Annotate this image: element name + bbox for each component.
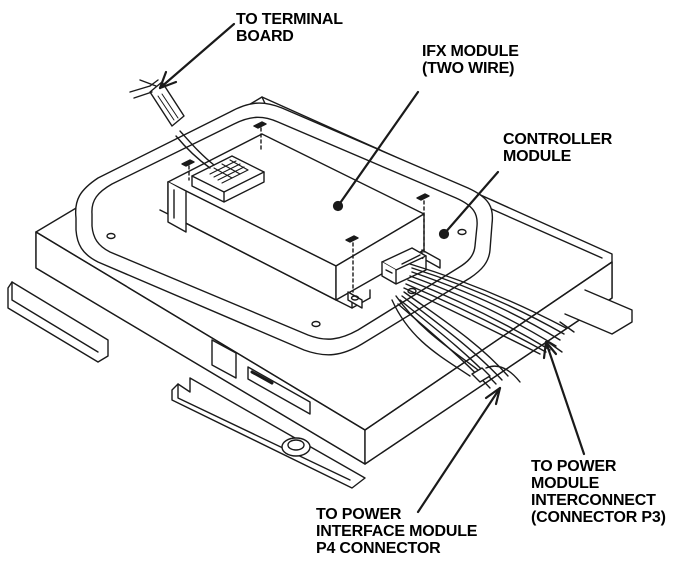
- small-connector-plug: [471, 367, 491, 383]
- label-power-module: TO POWER MODULE INTERCONNECT (CONNECTOR …: [531, 458, 666, 526]
- label-controller-module: CONTROLLER MODULE: [503, 131, 612, 165]
- right-mounting-flange: [564, 289, 633, 335]
- label-ifx-module: IFX MODULE (TWO WIRE): [422, 43, 519, 77]
- screw-icon: [345, 235, 359, 293]
- mounting-screws: [181, 121, 430, 293]
- front-slot-square: [211, 339, 237, 379]
- label-line: TO POWER: [316, 506, 402, 523]
- leader-ifx-module: [336, 90, 420, 208]
- label-line: CONTROLLER: [503, 131, 613, 148]
- screw-icon: [253, 121, 267, 153]
- label-line: IFX MODULE: [422, 43, 519, 60]
- label-line: BOARD: [236, 28, 294, 45]
- label-power-interface: TO POWER INTERFACE MODULE P4 CONNECTOR: [316, 506, 477, 557]
- power-module-harness: [403, 263, 575, 355]
- leader-power-module: [544, 340, 586, 456]
- terminal-plug: [149, 81, 185, 127]
- label-line: P4 CONNECTOR: [316, 540, 441, 557]
- label-line: (TWO WIRE): [422, 60, 515, 77]
- label-line: TO POWER: [531, 458, 617, 475]
- terminal-board-harness: [129, 79, 215, 169]
- label-line: TO TERMINAL: [236, 11, 343, 28]
- label-line: INTERCONNECT: [531, 492, 656, 509]
- terminal-pins: [209, 159, 249, 184]
- ifx-module-box: [159, 133, 441, 309]
- label-terminal-board: TO TERMINAL BOARD: [236, 11, 343, 45]
- screw-icon: [181, 159, 195, 181]
- label-line: INTERFACE MODULE: [316, 523, 478, 540]
- front-mounting-foot: [171, 377, 366, 489]
- leader-controller-module: [442, 170, 500, 236]
- label-line: MODULE: [503, 148, 572, 165]
- controller-connector: [381, 247, 427, 285]
- power-interface-harness: [391, 291, 521, 389]
- leader-terminal-board: [158, 22, 236, 90]
- label-line: (CONNECTOR P3): [531, 509, 666, 526]
- leader-power-interface: [416, 386, 502, 514]
- label-line: MODULE: [531, 475, 600, 492]
- screw-icon: [416, 193, 430, 253]
- callout-leaders: [158, 22, 586, 514]
